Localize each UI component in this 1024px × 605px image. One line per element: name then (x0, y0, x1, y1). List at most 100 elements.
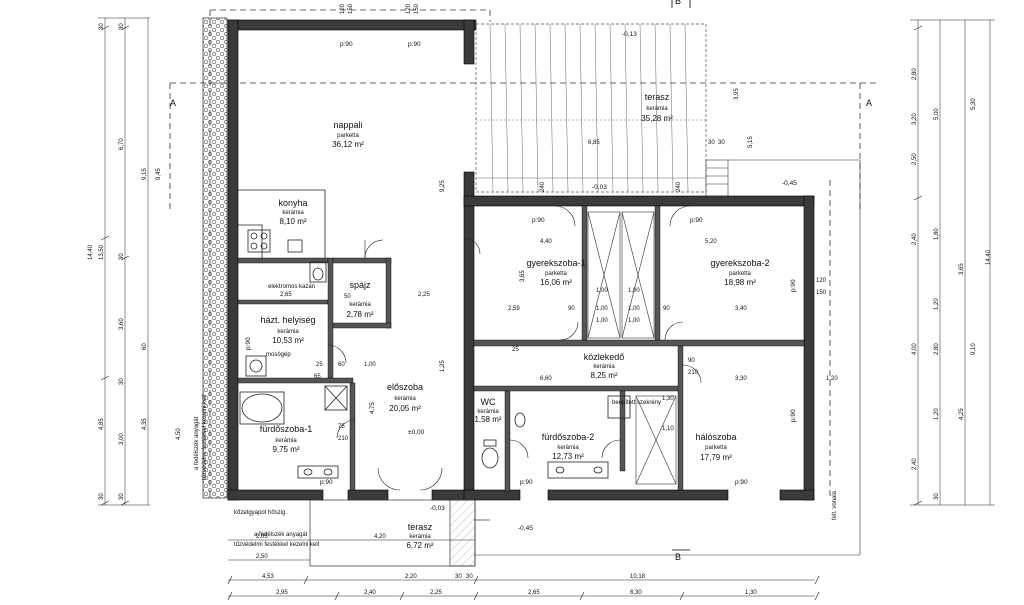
bottom-dimensions: 2,95 2,40 2,25 2,65 6,30 1,30 4,53 2,20 … (256, 534, 757, 596)
inner-walls (237, 205, 805, 492)
opening-label: 150 (816, 290, 827, 296)
interior-dim: 9,25 (440, 180, 446, 192)
right-dim: 3,65 (959, 263, 965, 275)
room-labels: nappali parketta 36,12 m² terasz kerámia… (260, 92, 770, 550)
room-gyerek1-floor: parketta (545, 271, 567, 277)
section-markers (671, 0, 691, 551)
outer-walls (227, 19, 815, 501)
interior-dim: 1,00 (596, 318, 608, 324)
bottom-dim-2: 30 (455, 574, 462, 580)
interior-dim: 3,40 (735, 306, 747, 312)
interior-dim: 25 (316, 362, 323, 368)
left-dim: 30 (119, 378, 125, 385)
left-dim: 9,15 (142, 168, 148, 180)
left-dim: 3,00 (119, 433, 125, 445)
kitchen-counter (238, 189, 326, 258)
door-swings (327, 205, 702, 491)
room-haloszoba-floor: parketta (705, 445, 727, 451)
roof-outline (169, 9, 880, 500)
left-dim: 60 (142, 343, 148, 350)
room-terasz-entry-area: 6,72 m² (406, 541, 433, 550)
left-dim: 4,35 (142, 418, 148, 430)
interior-dim: 4,40 (540, 239, 552, 245)
room-gyerek1-name: gyerekszoba-1 (526, 258, 585, 268)
window-label: p:90 (735, 479, 748, 486)
room-kozlekedo-name: közlekedő (584, 352, 625, 362)
opening-label: 1,00 (628, 306, 640, 312)
electric-boiler: elektromos kazán (268, 284, 315, 290)
room-kozlekedo-floor: kerámia (593, 364, 615, 370)
opening-label: 150 (348, 3, 354, 14)
room-kozlekedo-area: 8,25 m² (590, 371, 617, 380)
misc-labels: -0,13 -0,03 -0,45 ±0,00 -0,03 -0,45 kőze… (170, 0, 872, 562)
bottom-dim-3: 2,05 (256, 534, 268, 540)
terrace-boards (476, 23, 706, 193)
opening-label: 1,00 (628, 288, 640, 294)
fedelszek-note-2: tűzvédelmi festékkel kezelni kell (234, 542, 319, 548)
right-dim: 30 (934, 493, 940, 500)
opening-label: 75 (338, 424, 345, 430)
section-b-top: B (675, 0, 681, 6)
room-eloszoba-name: előszoba (387, 382, 423, 392)
right-dim: 4,25 (959, 408, 965, 420)
interior-dim: 1,10 (662, 426, 674, 432)
side-note: a fedélszék anyagát (194, 416, 200, 470)
interior-dim: 90 (663, 306, 670, 312)
entry-terrace (309, 499, 490, 567)
room-terasz-entry-name: terasz (408, 522, 433, 532)
level-door: -0,03 (592, 184, 607, 191)
right-dim: 1,20 (934, 298, 940, 310)
room-haztartasi-name: házt. helyiség (260, 315, 315, 325)
left-dim: 30 (119, 253, 125, 260)
opening-label: 120 (340, 3, 346, 14)
dimension-lines (98, 17, 995, 597)
interior-dim: 50 (344, 294, 351, 300)
opening-label: 120 (816, 278, 827, 284)
left-dim: 4,85 (99, 418, 105, 430)
interior-dim: 25 (512, 347, 519, 353)
window-label: p:90 (790, 409, 797, 422)
room-eloszoba-area: 20,05 m² (389, 404, 421, 413)
interior-dim: 5,15 (748, 136, 754, 148)
left-dim: 30 (99, 23, 105, 30)
room-gyerek2-floor: parketta (729, 271, 751, 277)
right-dim: 1,20 (934, 408, 940, 420)
interior-dim: 3,30 (735, 376, 747, 382)
interior-dim: 2,25 (418, 292, 430, 298)
bottom-dim: 2,25 (430, 590, 442, 596)
interior-dim: 60 (338, 362, 345, 368)
level-entry2: -0,45 (518, 525, 533, 532)
right-dim: 2,80 (912, 68, 918, 80)
room-konyha-name: konyha (278, 198, 307, 208)
terrace-top-area (475, 23, 707, 193)
room-nappali-name: nappali (333, 120, 362, 130)
bottom-dim-2: 4,53 (262, 574, 274, 580)
room-wc-area: 1,58 m² (474, 415, 501, 424)
interior-dimensions: 4,40 5,20 3,65 2,59 90 90 1,00 1,00 3,40… (280, 88, 838, 432)
room-terasz-area: 35,28 m² (641, 114, 673, 123)
interior-dim: 30 (708, 140, 715, 146)
bottom-dim: 1,30 (745, 590, 757, 596)
interior-dim: 1,00 (628, 318, 640, 324)
room-terasz-name: terasz (645, 92, 670, 102)
wardrobes (587, 211, 677, 485)
right-dim: 9,10 (971, 343, 977, 355)
interior-dim: 3,65 (520, 270, 526, 282)
room-spajz-name: spájz (349, 280, 371, 290)
interior-dim: 30 (718, 140, 725, 146)
right-dim: 5,00 (934, 108, 940, 120)
terrace-steps (474, 159, 861, 556)
left-dim: 14,40 (88, 244, 94, 260)
section-a-left: A (170, 98, 176, 108)
opening-label: 90 (688, 358, 695, 364)
bottom-dim: 6,30 (630, 590, 642, 596)
left-dim: 30 (119, 23, 125, 30)
window-label: p:90 (690, 217, 703, 224)
left-dim: 13,50 (99, 244, 105, 260)
room-haloszoba-area: 17,79 m² (700, 453, 732, 462)
builtin-cabinet: beépített szekrény (612, 400, 661, 406)
room-furdo2-floor: kerámia (557, 445, 579, 451)
window-label: p:90 (790, 279, 797, 292)
right-dim: 2,40 (912, 233, 918, 245)
right-dim: 14,40 (986, 249, 992, 265)
